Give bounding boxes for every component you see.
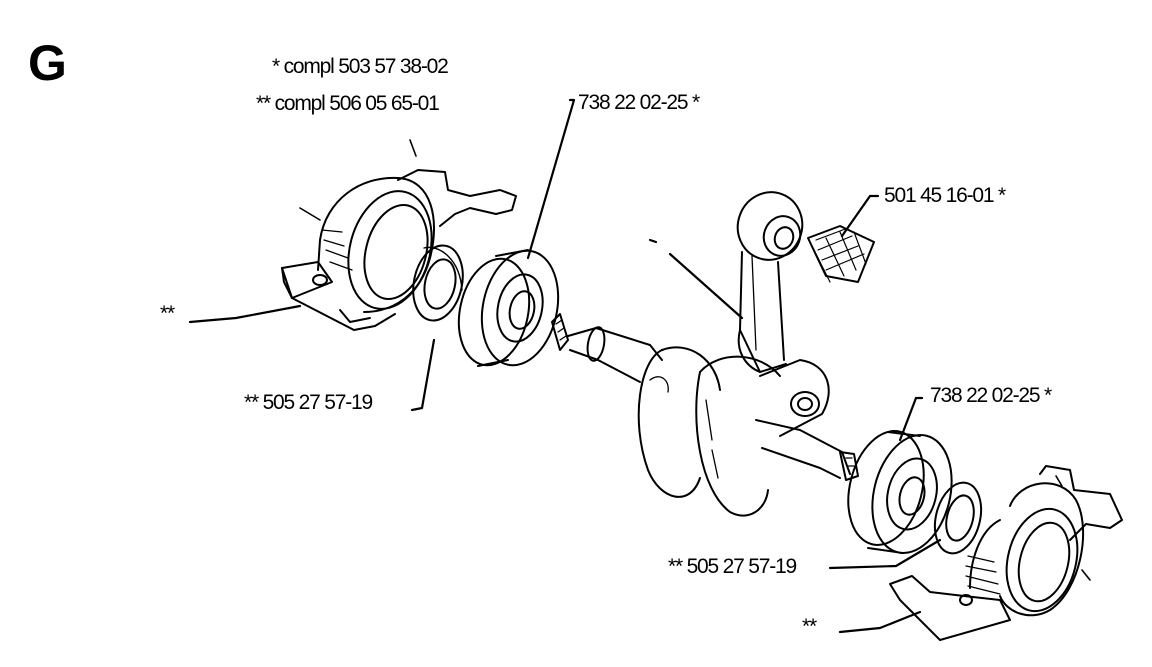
right-ball-bearing xyxy=(837,423,963,561)
leader-star-left xyxy=(190,306,300,322)
left-ball-bearing xyxy=(450,244,569,373)
leader-bearing-right xyxy=(900,398,922,440)
label-compl-506: ** compl 506 05 65-01 xyxy=(256,92,440,115)
leader-seal-right xyxy=(830,540,940,568)
label-bearing-right: 738 22 02-25 * xyxy=(930,384,1052,407)
connecting-rod xyxy=(728,183,811,372)
label-needle-bearing: 501 45 16-01 * xyxy=(884,184,1006,207)
label-bearing-top: 738 22 02-25 * xyxy=(578,91,700,114)
label-seal-left: ** 505 27 57-19 xyxy=(244,391,373,414)
label-seal-right: ** 505 27 57-19 xyxy=(668,555,797,578)
left-bearing-housing xyxy=(282,140,516,330)
right-seal xyxy=(928,478,988,559)
crankshaft-left-stub xyxy=(552,314,662,382)
section-letter: G xyxy=(28,35,67,91)
leader-tick xyxy=(650,240,656,242)
leader-bearing-top xyxy=(528,100,574,258)
label-star-bottom: ** xyxy=(802,615,817,638)
crankshaft-right-stub xyxy=(756,420,858,480)
label-compl-503: * compl 503 57 38-02 xyxy=(272,55,449,78)
leader-star-bottom xyxy=(840,612,920,632)
leader-lines xyxy=(190,100,940,632)
leader-seal-left xyxy=(412,340,434,410)
leader-conrod xyxy=(670,254,742,318)
leader-needle-bearing xyxy=(842,196,878,236)
right-bearing-housing xyxy=(890,466,1122,640)
left-seal xyxy=(407,241,470,325)
crank-webs xyxy=(639,347,829,515)
label-star-left: ** xyxy=(160,302,175,325)
needle-bearing xyxy=(808,226,874,282)
